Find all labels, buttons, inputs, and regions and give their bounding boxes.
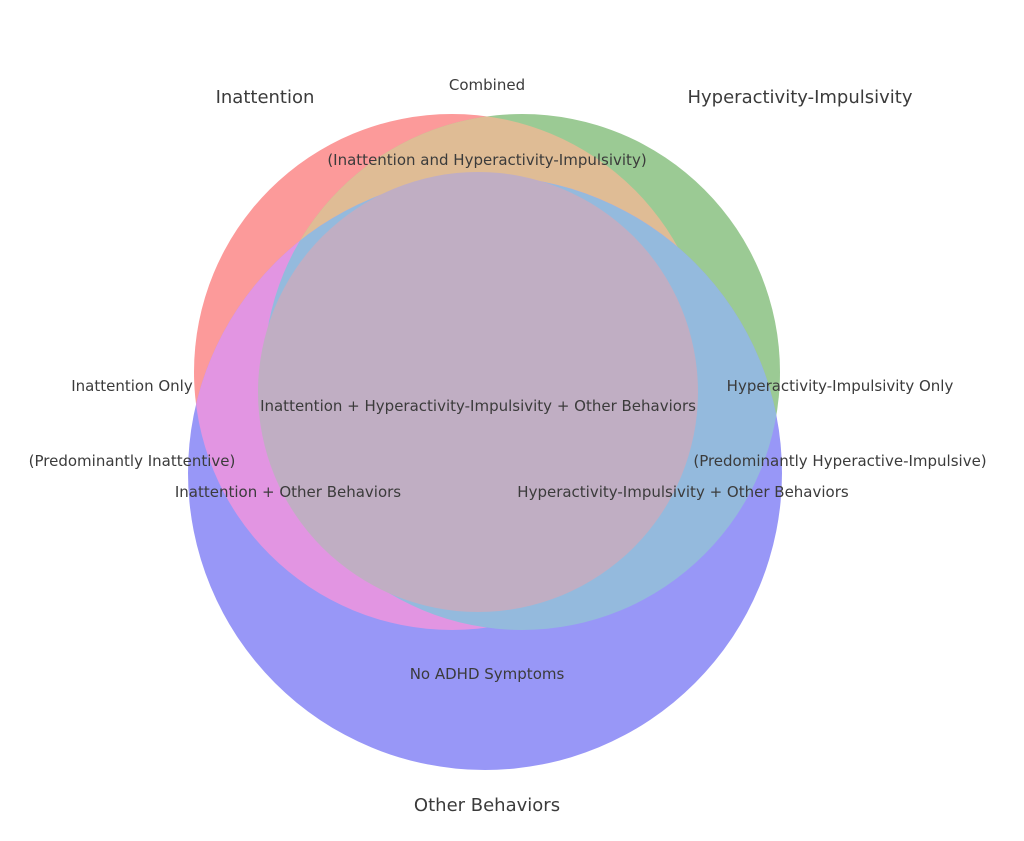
triple-overlap-circle xyxy=(258,172,698,612)
